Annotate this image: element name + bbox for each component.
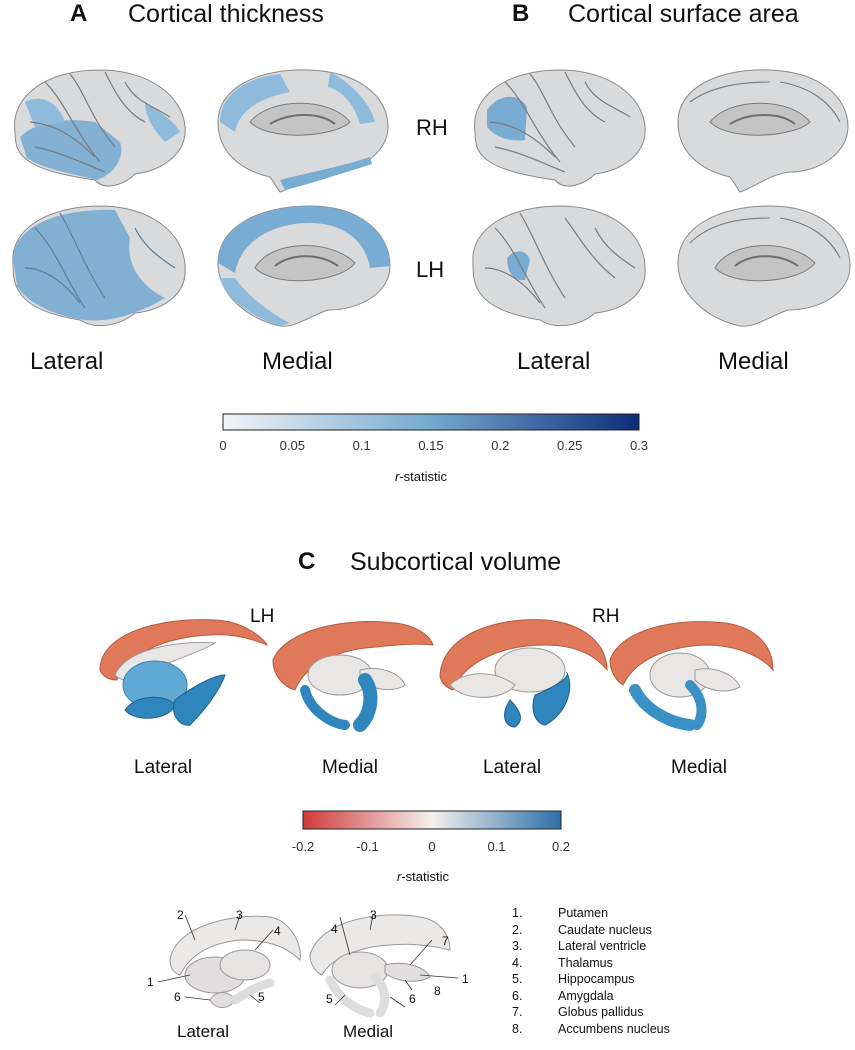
colorbar-tick-label: 0 bbox=[428, 839, 436, 854]
key-medial-num: 1 bbox=[462, 972, 469, 986]
legend-structure-name: Hippocampus bbox=[558, 972, 635, 986]
view-label-a-medial: Medial bbox=[262, 348, 333, 375]
brain-a-rh-lateral bbox=[14, 69, 186, 187]
brain-b-rh-lateral bbox=[474, 69, 646, 187]
colorbar-tick-label: 0.1 bbox=[352, 438, 371, 453]
subcortical-rh-lateral bbox=[439, 619, 608, 728]
colorbar-tick-label: 0.3 bbox=[629, 438, 649, 453]
key-medial-num: 3 bbox=[370, 908, 377, 922]
legend-structure-name: Accumbens nucleus bbox=[558, 1021, 670, 1036]
panel-b-title: Cortical surface area bbox=[568, 0, 799, 28]
legend-number: 8. bbox=[512, 1021, 523, 1036]
cortical-colorbar-label: r-statistic bbox=[395, 469, 447, 484]
brain-a-rh-medial bbox=[217, 69, 389, 193]
hemi-label-lh: LH bbox=[416, 257, 445, 282]
panel-c-letter: C bbox=[298, 548, 316, 575]
panel-a-title: Cortical thickness bbox=[128, 0, 324, 28]
key-lateral-num: 6 bbox=[174, 990, 181, 1004]
key-medial-num: 4 bbox=[331, 922, 338, 936]
legend-number: 1. bbox=[512, 906, 523, 920]
key-medial-num: 5 bbox=[326, 992, 333, 1006]
key-medial-num: 7 bbox=[442, 934, 449, 948]
key-medial-num: 6 bbox=[409, 992, 416, 1006]
colorbar-tick-label: 0.15 bbox=[418, 438, 444, 453]
key-lateral-label: Lateral bbox=[177, 1022, 229, 1041]
subcortical-view-2: Medial bbox=[322, 757, 378, 778]
brain-a-lh-lateral bbox=[12, 205, 186, 327]
legend-number: 3. bbox=[512, 939, 523, 953]
key-lateral-num: 4 bbox=[274, 924, 281, 938]
legend-row: 6. Amygdala bbox=[512, 989, 614, 1003]
colorbar-label-rest: -statistic bbox=[399, 469, 448, 484]
key-lateral-num: 2 bbox=[177, 908, 184, 922]
colorbar-tick-label: 0.05 bbox=[279, 438, 305, 453]
legend-number: 6. bbox=[512, 988, 523, 1003]
legend-row: 5. Hippocampus bbox=[512, 972, 634, 986]
panel-b-letter: B bbox=[512, 0, 530, 27]
cortical-colorbar bbox=[222, 413, 640, 431]
legend-row: 4. Thalamus bbox=[512, 956, 613, 970]
brain-b-lh-medial bbox=[677, 205, 851, 327]
key-medial-label: Medial bbox=[343, 1022, 394, 1041]
legend-structure-name: Globus pallidus bbox=[558, 1005, 644, 1019]
legend-structure-name: Caudate nucleus bbox=[558, 922, 652, 937]
legend-row: 1. Putamen bbox=[512, 906, 608, 920]
subcortical-lh-lateral bbox=[99, 619, 268, 726]
colorbar-tick-label: 0 bbox=[219, 438, 227, 453]
subcortical-colorbar-label: r-statistic bbox=[397, 869, 449, 884]
hemi-label-rh: RH bbox=[416, 115, 448, 140]
brain-a-lh-medial bbox=[217, 205, 391, 327]
legend-row: 2. Caudate nucleus bbox=[512, 923, 652, 937]
key-medial-num: 8 bbox=[434, 984, 441, 998]
view-label-b-medial: Medial bbox=[718, 348, 789, 375]
legend-number: 2. bbox=[512, 922, 523, 937]
view-label-b-lateral: Lateral bbox=[517, 348, 591, 375]
legend-row: 8. Accumbens nucleus bbox=[512, 1022, 670, 1036]
colorbar-tick-label: 0.1 bbox=[487, 839, 506, 854]
subcortical-lh-medial bbox=[272, 621, 434, 732]
legend-row: 7. Globus pallidus bbox=[512, 1005, 643, 1019]
subcortical-view-1: Lateral bbox=[134, 757, 193, 778]
colorbar-label-rest: -statistic bbox=[401, 869, 450, 884]
subcortical-view-4: Medial bbox=[671, 757, 727, 778]
subcortical-hemi-rh: RH bbox=[592, 606, 620, 627]
brain-b-rh-medial bbox=[677, 69, 849, 193]
subcortical-view-3: Lateral bbox=[483, 757, 542, 778]
legend-structure-name: Putamen bbox=[558, 906, 609, 920]
subcortical-colorbar bbox=[302, 810, 562, 830]
colorbar-tick-label: -0.1 bbox=[356, 839, 379, 854]
key-lateral-num: 3 bbox=[236, 908, 243, 922]
colorbar-label-italic: r bbox=[397, 869, 402, 884]
colorbar-tick-label: 0.2 bbox=[491, 438, 510, 453]
key-lateral-num: 1 bbox=[147, 975, 154, 989]
colorbar-tick-label: 0.25 bbox=[557, 438, 583, 453]
key-lateral-num: 5 bbox=[258, 990, 265, 1004]
colorbar-tick-label: -0.2 bbox=[291, 839, 315, 854]
colorbar-label-italic: r bbox=[395, 469, 400, 484]
subcortical-rh-medial bbox=[609, 621, 774, 731]
key-lateral-diagram bbox=[157, 914, 301, 1008]
legend-number: 5. bbox=[512, 972, 523, 986]
subcortical-hemi-lh: LH bbox=[250, 606, 275, 627]
legend-number: 4. bbox=[512, 955, 523, 970]
panel-a-letter: A bbox=[70, 0, 88, 27]
colorbar-tick-label: 0.2 bbox=[551, 839, 571, 854]
legend-structure-name: Thalamus bbox=[558, 955, 613, 970]
view-label-a-lateral: Lateral bbox=[30, 348, 104, 375]
legend-structure-name: Lateral ventricle bbox=[558, 939, 647, 953]
legend-number: 7. bbox=[512, 1005, 523, 1019]
panel-c-title: Subcortical volume bbox=[350, 548, 562, 576]
brain-b-lh-lateral bbox=[472, 205, 646, 327]
legend-row: 3. Lateral ventricle bbox=[512, 939, 646, 953]
key-medial-diagram bbox=[309, 914, 459, 1018]
legend-structure-name: Amygdala bbox=[558, 988, 614, 1003]
